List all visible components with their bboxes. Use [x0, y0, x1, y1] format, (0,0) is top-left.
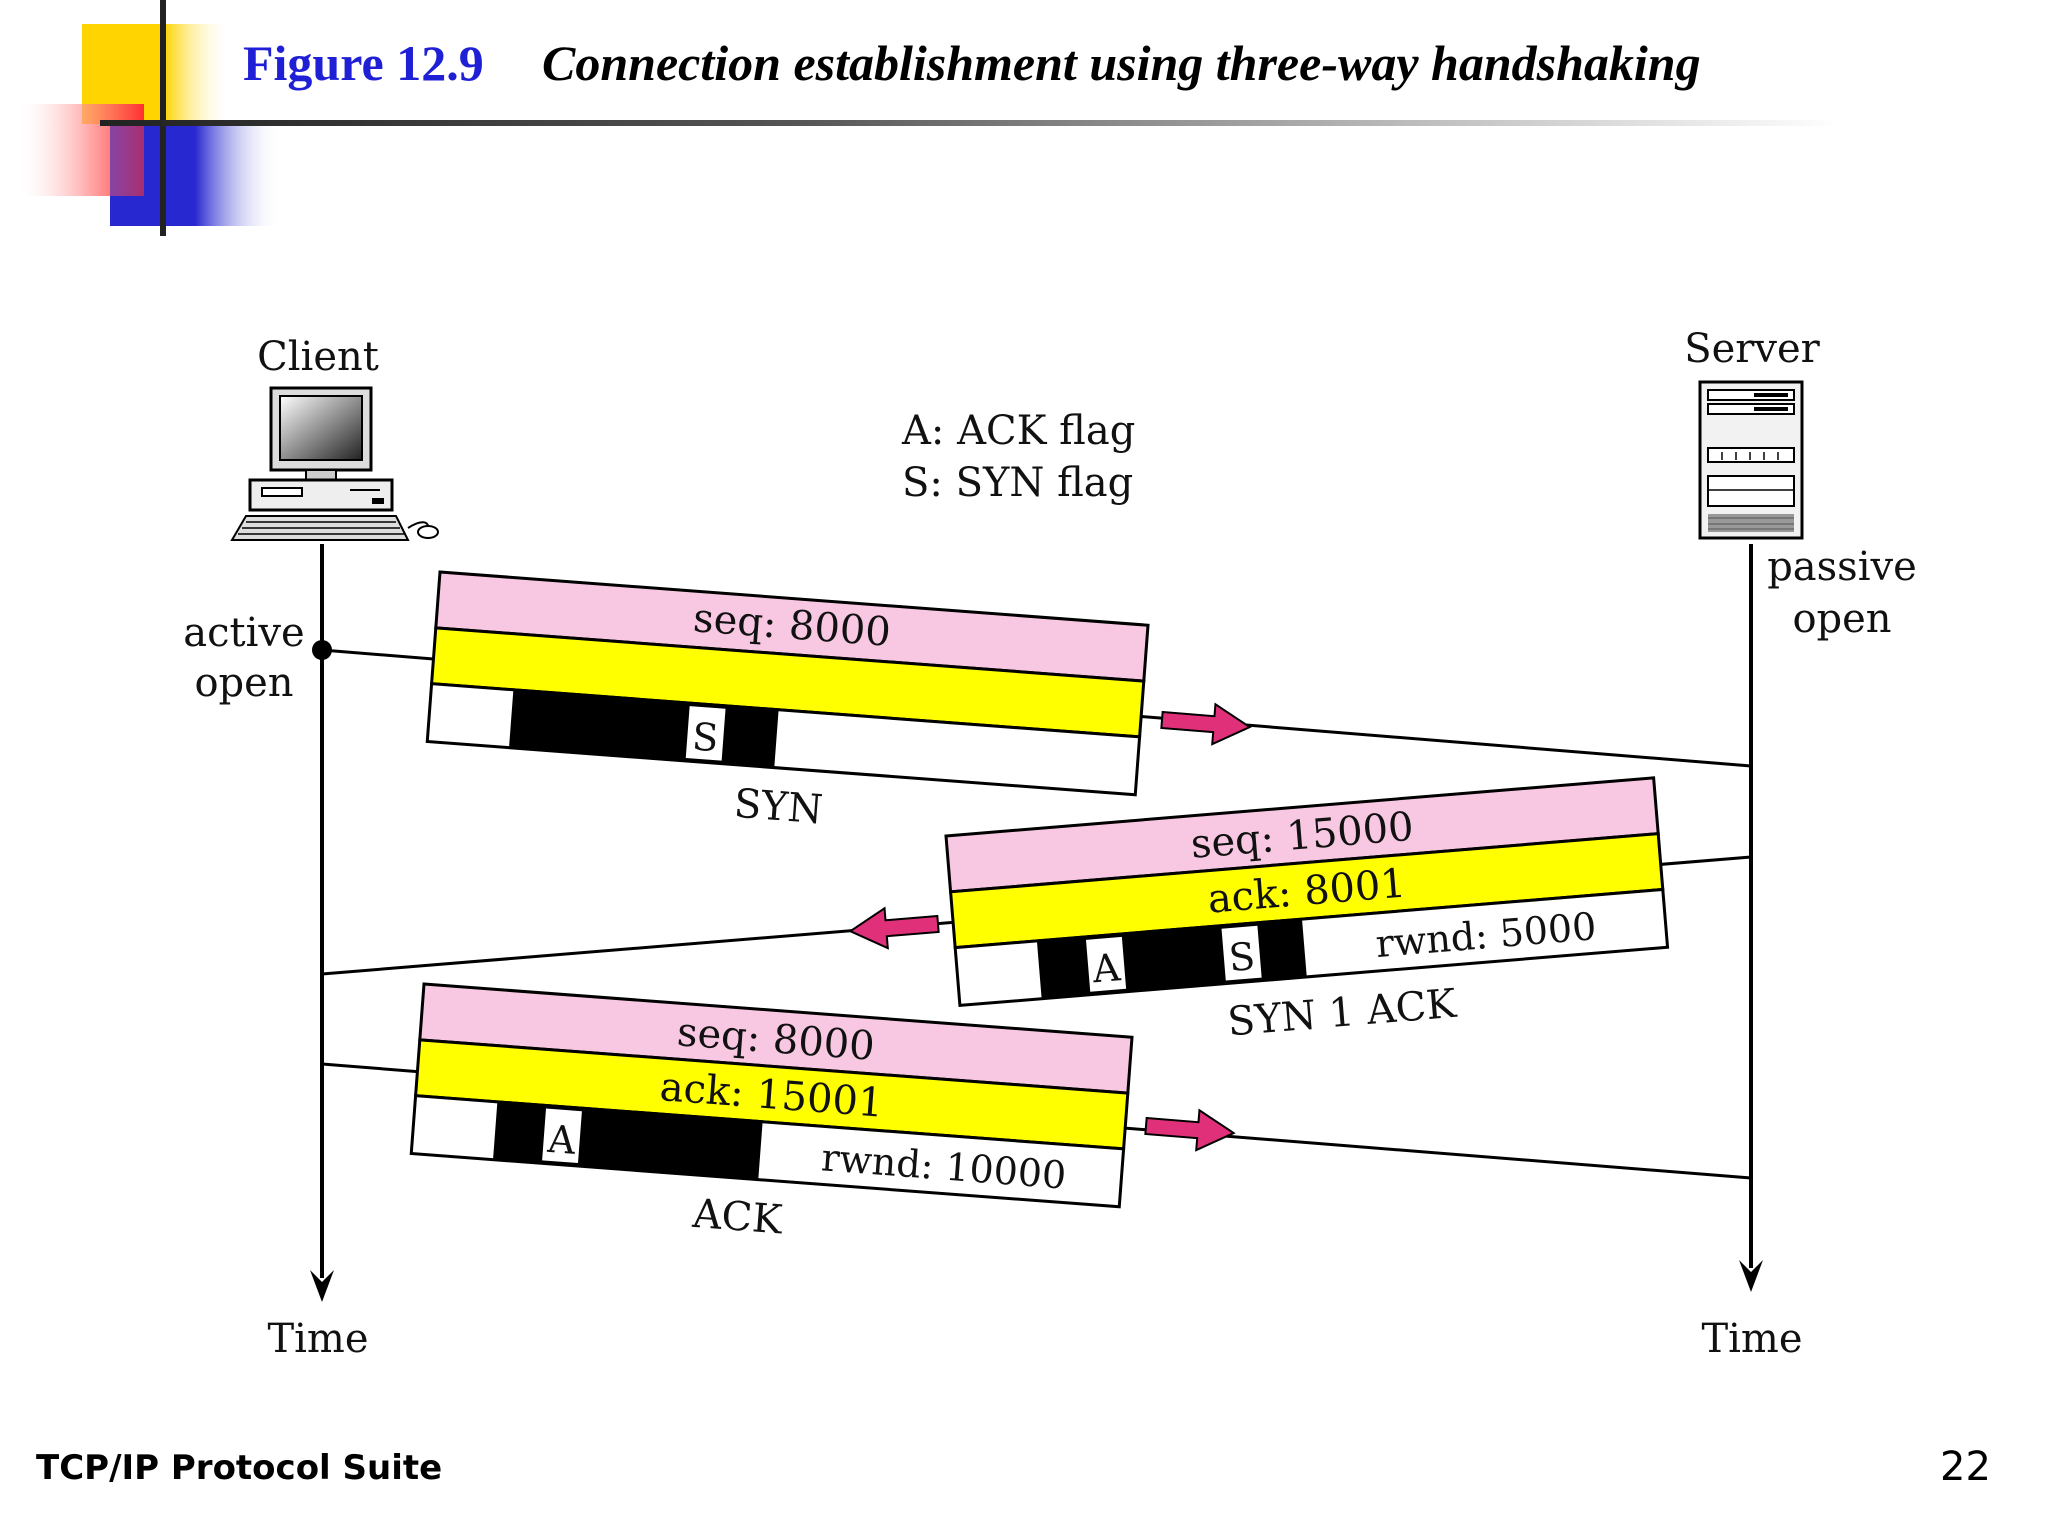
- server-icon: [1698, 380, 1804, 540]
- client-computer-icon: [230, 386, 439, 541]
- client-timeline-arrowhead: [310, 1270, 334, 1302]
- syn-ack-flag-s: S: [1227, 934, 1257, 980]
- legend-ack-flag: A: ACK flag: [901, 408, 1135, 454]
- corner-vertical-line: [160, 0, 166, 236]
- segment-syn-ack: seq: 15000 ack: 8001 A S rwnd: 5000 SYN …: [944, 776, 1670, 1046]
- syn-ack-name: SYN 1 ACK: [1226, 981, 1459, 1046]
- server-timeline-arrowhead: [1739, 1260, 1763, 1292]
- time-label-left: Time: [267, 1316, 368, 1362]
- segment-ack: seq: 8000 ack: 15001 A rwnd: 10000 ACK: [409, 982, 1134, 1244]
- syn-direction-arrow: [1160, 702, 1252, 746]
- footer-suite-title: TCP/IP Protocol Suite: [36, 1448, 443, 1488]
- active-open-label-line2: open: [194, 660, 293, 706]
- passive-open-label-line1: passive: [1767, 544, 1917, 590]
- figure-caption: Connection establishment using three-way…: [542, 35, 1701, 91]
- page-number: 22: [1940, 1444, 1991, 1490]
- corner-decoration: [16, 24, 280, 226]
- header-underline: [100, 120, 1840, 126]
- server-label: Server: [1684, 326, 1820, 372]
- figure-number: Figure 12.9: [243, 35, 484, 91]
- ack-flag-a: A: [545, 1117, 577, 1163]
- syn-ack-direction-arrow: [848, 906, 940, 950]
- ack-name: ACK: [690, 1191, 785, 1244]
- segment-syn: seq: 8000 S SYN: [425, 570, 1150, 834]
- syn-flag-s: S: [691, 714, 720, 760]
- syn-ack-flag-a: A: [1090, 945, 1123, 991]
- passive-open-label-line2: open: [1792, 596, 1891, 642]
- client-label: Client: [257, 334, 379, 380]
- time-label-right: Time: [1701, 1316, 1802, 1362]
- active-open-label-line1: active: [183, 610, 304, 656]
- legend-syn-flag: S: SYN flag: [902, 460, 1133, 506]
- ack-direction-arrow: [1144, 1108, 1236, 1152]
- syn-name: SYN: [732, 781, 824, 834]
